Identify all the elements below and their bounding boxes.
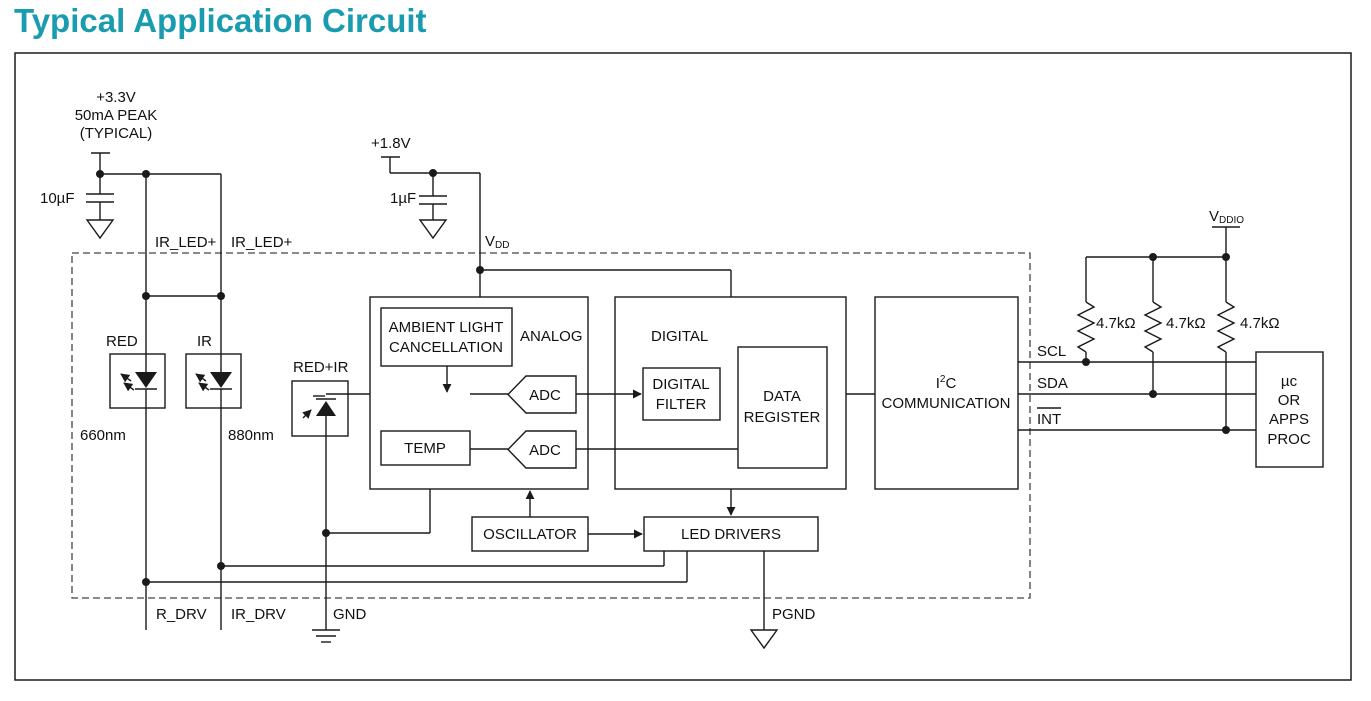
data-register-label-1: DATA xyxy=(763,388,801,405)
supply-18v: +1.8V 1µF VDD xyxy=(371,135,732,297)
i2c-block: I2C COMMUNICATION xyxy=(874,296,1019,490)
ir-led-label: IR xyxy=(197,333,212,350)
ambient-label-2: CANCELLATION xyxy=(389,339,503,356)
uc-label-3: APPS xyxy=(1269,411,1309,428)
page-title: Typical Application Circuit xyxy=(14,2,427,39)
supply-33v-label: +3.3V xyxy=(96,89,136,106)
pgnd: PGND xyxy=(749,551,816,650)
data-register-label-2: REGISTER xyxy=(744,409,821,426)
adc-2-label: ADC xyxy=(529,442,561,459)
pgnd-label: PGND xyxy=(772,606,816,623)
communication-label: COMMUNICATION xyxy=(882,395,1011,412)
temp-label: TEMP xyxy=(404,440,446,457)
ir-led: IR 880nm xyxy=(185,333,274,444)
resistor-1-label: 4.7kΩ xyxy=(1096,315,1136,332)
ir-wavelength-label: 880nm xyxy=(228,427,274,444)
sda-label: SDA xyxy=(1037,375,1068,392)
capacitor-10uf: 10µF xyxy=(40,174,115,240)
chip-boundary xyxy=(71,252,1031,599)
red-led-label: RED xyxy=(106,333,138,350)
red-led: RED 660nm xyxy=(80,333,166,444)
vdd-label: VDD xyxy=(485,233,509,251)
led-drivers-block: LED DRIVERS xyxy=(643,516,819,552)
int-label: INT xyxy=(1037,411,1061,428)
photodiode-label: RED+IR xyxy=(293,359,349,376)
analog-block: ANALOG AMBIENT LIGHT CANCELLATION ADC TE… xyxy=(369,296,589,490)
oscillator-label: OSCILLATOR xyxy=(483,526,577,543)
digital-filter-label-1: DIGITAL xyxy=(652,376,709,393)
i2c-bus: VDDIO 4.7kΩ 4.7kΩ 4.7kΩ SCL SDA INT xyxy=(1018,208,1280,434)
analog-label: ANALOG xyxy=(520,328,583,345)
ir-drv-label: IR_DRV xyxy=(231,606,286,623)
resistor-2-label: 4.7kΩ xyxy=(1166,315,1206,332)
photodiode-red-ir: RED+IR GND xyxy=(291,359,470,643)
ir-led-plus-label-1: IR_LED+ xyxy=(155,234,217,251)
vddio-label: VDDIO xyxy=(1209,208,1244,226)
red-wavelength-label: 660nm xyxy=(80,427,126,444)
cap-10uf-label: 10µF xyxy=(40,190,75,207)
cap-1uf-label: 1µF xyxy=(390,190,416,207)
digital-block: DIGITAL DIGITAL FILTER DATA REGISTER xyxy=(614,296,847,490)
supply-18v-label: +1.8V xyxy=(371,135,411,152)
peak-current-label: 50mA PEAK xyxy=(75,107,158,124)
uc-label-2: OR xyxy=(1278,392,1301,409)
resistor-3-label: 4.7kΩ xyxy=(1240,315,1280,332)
ir-led-plus-label-2: IR_LED+ xyxy=(231,234,293,251)
adc-1-label: ADC xyxy=(529,387,561,404)
uc-label-1: µc xyxy=(1281,373,1298,390)
diagram-frame xyxy=(14,52,1352,681)
r-drv-label: R_DRV xyxy=(156,606,207,623)
gnd-label: GND xyxy=(333,606,367,623)
supply-33v: +3.3V 50mA PEAK (TYPICAL) xyxy=(75,89,221,178)
i2c-label: I2C xyxy=(936,374,957,392)
digital-filter-label-2: FILTER xyxy=(656,396,707,413)
led-drivers-label: LED DRIVERS xyxy=(681,526,781,543)
uc-label-4: PROC xyxy=(1267,431,1311,448)
digital-label: DIGITAL xyxy=(651,328,708,345)
typical-label: (TYPICAL) xyxy=(80,125,153,142)
microcontroller-block: µc OR APPS PROC xyxy=(1255,351,1324,468)
oscillator-block: OSCILLATOR xyxy=(471,516,589,552)
ambient-label-1: AMBIENT LIGHT xyxy=(389,319,504,336)
scl-label: SCL xyxy=(1037,343,1066,360)
